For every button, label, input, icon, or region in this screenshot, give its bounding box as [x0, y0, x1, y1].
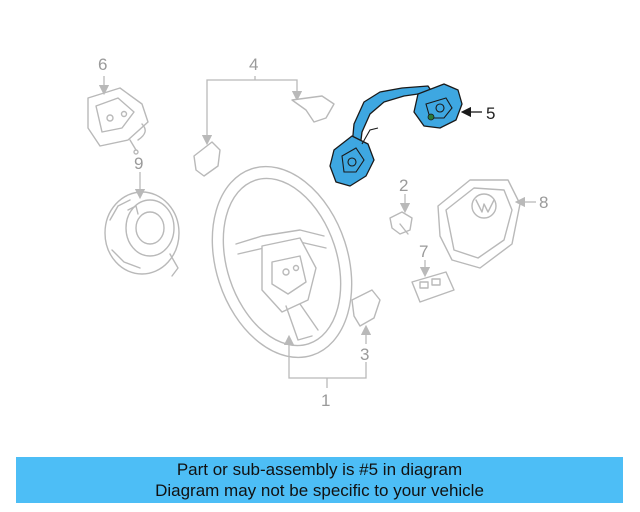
callout-6: 6 — [98, 55, 107, 74]
banner-line-1: Part or sub-assembly is #5 in diagram — [176, 460, 463, 479]
part-8-airbag — [437, 179, 536, 269]
part-4-trim-covers — [193, 76, 335, 177]
callout-4: 4 — [249, 55, 258, 74]
banner-line-2: Diagram may not be specific to your vehi… — [155, 481, 484, 500]
callout-3: 3 — [360, 345, 369, 364]
info-banner: Part or sub-assembly is #5 in diagram Di… — [16, 457, 623, 503]
part-9-clock-spring — [104, 172, 180, 277]
part-6-horn-bracket — [87, 76, 149, 155]
part-1-steering-wheel — [211, 165, 367, 388]
callout-8: 8 — [539, 193, 548, 212]
part-5-multifunction-switch — [329, 83, 482, 187]
callout-9: 9 — [134, 154, 143, 173]
callout-2: 2 — [399, 176, 408, 195]
callout-7: 7 — [419, 242, 428, 261]
callout-5: 5 — [486, 104, 495, 123]
part-7-switch-module — [411, 260, 455, 303]
part-2-bolt — [389, 194, 413, 235]
part-3-lower-trim — [351, 289, 381, 344]
callout-1: 1 — [321, 391, 330, 410]
